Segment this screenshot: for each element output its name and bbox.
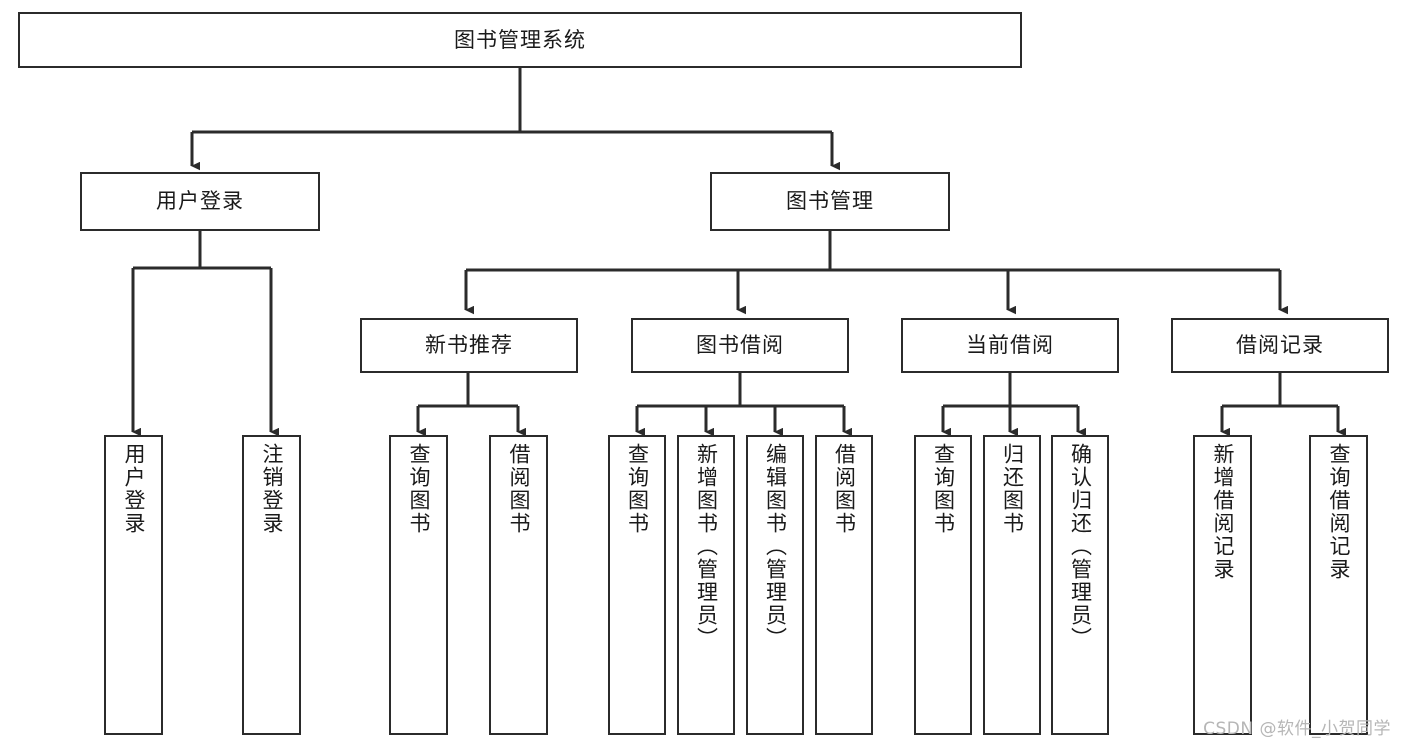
node-leaf-query-book-3[interactable]: 查询图书 <box>914 435 972 735</box>
node-root[interactable]: 图书管理系统 <box>18 12 1022 68</box>
node-borrow-record-label: 借阅记录 <box>1236 333 1324 358</box>
node-leaf-user-login-label: 用户登录 <box>122 443 146 535</box>
node-leaf-query-book-2[interactable]: 查询图书 <box>608 435 666 735</box>
node-new-book-rec[interactable]: 新书推荐 <box>360 318 578 373</box>
node-root-label: 图书管理系统 <box>454 27 586 52</box>
node-leaf-query-record[interactable]: 查询借阅记录 <box>1309 435 1368 735</box>
node-leaf-borrow-book-2-label: 借阅图书 <box>832 443 857 535</box>
node-current-borrow-label: 当前借阅 <box>966 333 1054 358</box>
node-leaf-add-record[interactable]: 新增借阅记录 <box>1193 435 1252 735</box>
node-leaf-query-book-1-label: 查询图书 <box>407 443 431 535</box>
node-leaf-return-book[interactable]: 归还图书 <box>983 435 1041 735</box>
node-leaf-add-record-label: 新增借阅记录 <box>1211 443 1235 581</box>
node-user-login-label: 用户登录 <box>156 189 244 214</box>
node-book-borrow[interactable]: 图书借阅 <box>631 318 849 373</box>
node-leaf-edit-book-label: 编辑图书（管理员） <box>763 443 788 650</box>
node-leaf-return-book-label: 归还图书 <box>1000 443 1025 535</box>
node-book-manage-label: 图书管理 <box>786 189 874 214</box>
node-leaf-query-record-label: 查询借阅记录 <box>1327 443 1351 581</box>
node-leaf-user-logout-label: 注销登录 <box>260 443 284 535</box>
node-current-borrow[interactable]: 当前借阅 <box>901 318 1119 373</box>
node-leaf-user-login[interactable]: 用户登录 <box>104 435 163 735</box>
node-leaf-user-logout[interactable]: 注销登录 <box>242 435 301 735</box>
node-new-book-rec-label: 新书推荐 <box>425 333 513 358</box>
node-leaf-confirm-return[interactable]: 确认归还（管理员） <box>1051 435 1109 735</box>
node-leaf-query-book-1[interactable]: 查询图书 <box>389 435 448 735</box>
node-leaf-edit-book[interactable]: 编辑图书（管理员） <box>746 435 804 735</box>
node-borrow-record[interactable]: 借阅记录 <box>1171 318 1389 373</box>
node-leaf-borrow-book-2[interactable]: 借阅图书 <box>815 435 873 735</box>
node-leaf-query-book-3-label: 查询图书 <box>931 443 956 535</box>
node-user-login[interactable]: 用户登录 <box>80 172 320 231</box>
node-book-borrow-label: 图书借阅 <box>696 333 784 358</box>
node-leaf-borrow-book-1[interactable]: 借阅图书 <box>489 435 548 735</box>
node-leaf-add-book-label: 新增图书（管理员） <box>694 443 719 650</box>
node-book-manage[interactable]: 图书管理 <box>710 172 950 231</box>
watermark-text: CSDN @软件_小贺同学 <box>1203 719 1391 739</box>
node-leaf-add-book[interactable]: 新增图书（管理员） <box>677 435 735 735</box>
node-leaf-query-book-2-label: 查询图书 <box>625 443 650 535</box>
node-leaf-confirm-return-label: 确认归还（管理员） <box>1068 443 1093 650</box>
node-leaf-borrow-book-1-label: 借阅图书 <box>507 443 531 535</box>
